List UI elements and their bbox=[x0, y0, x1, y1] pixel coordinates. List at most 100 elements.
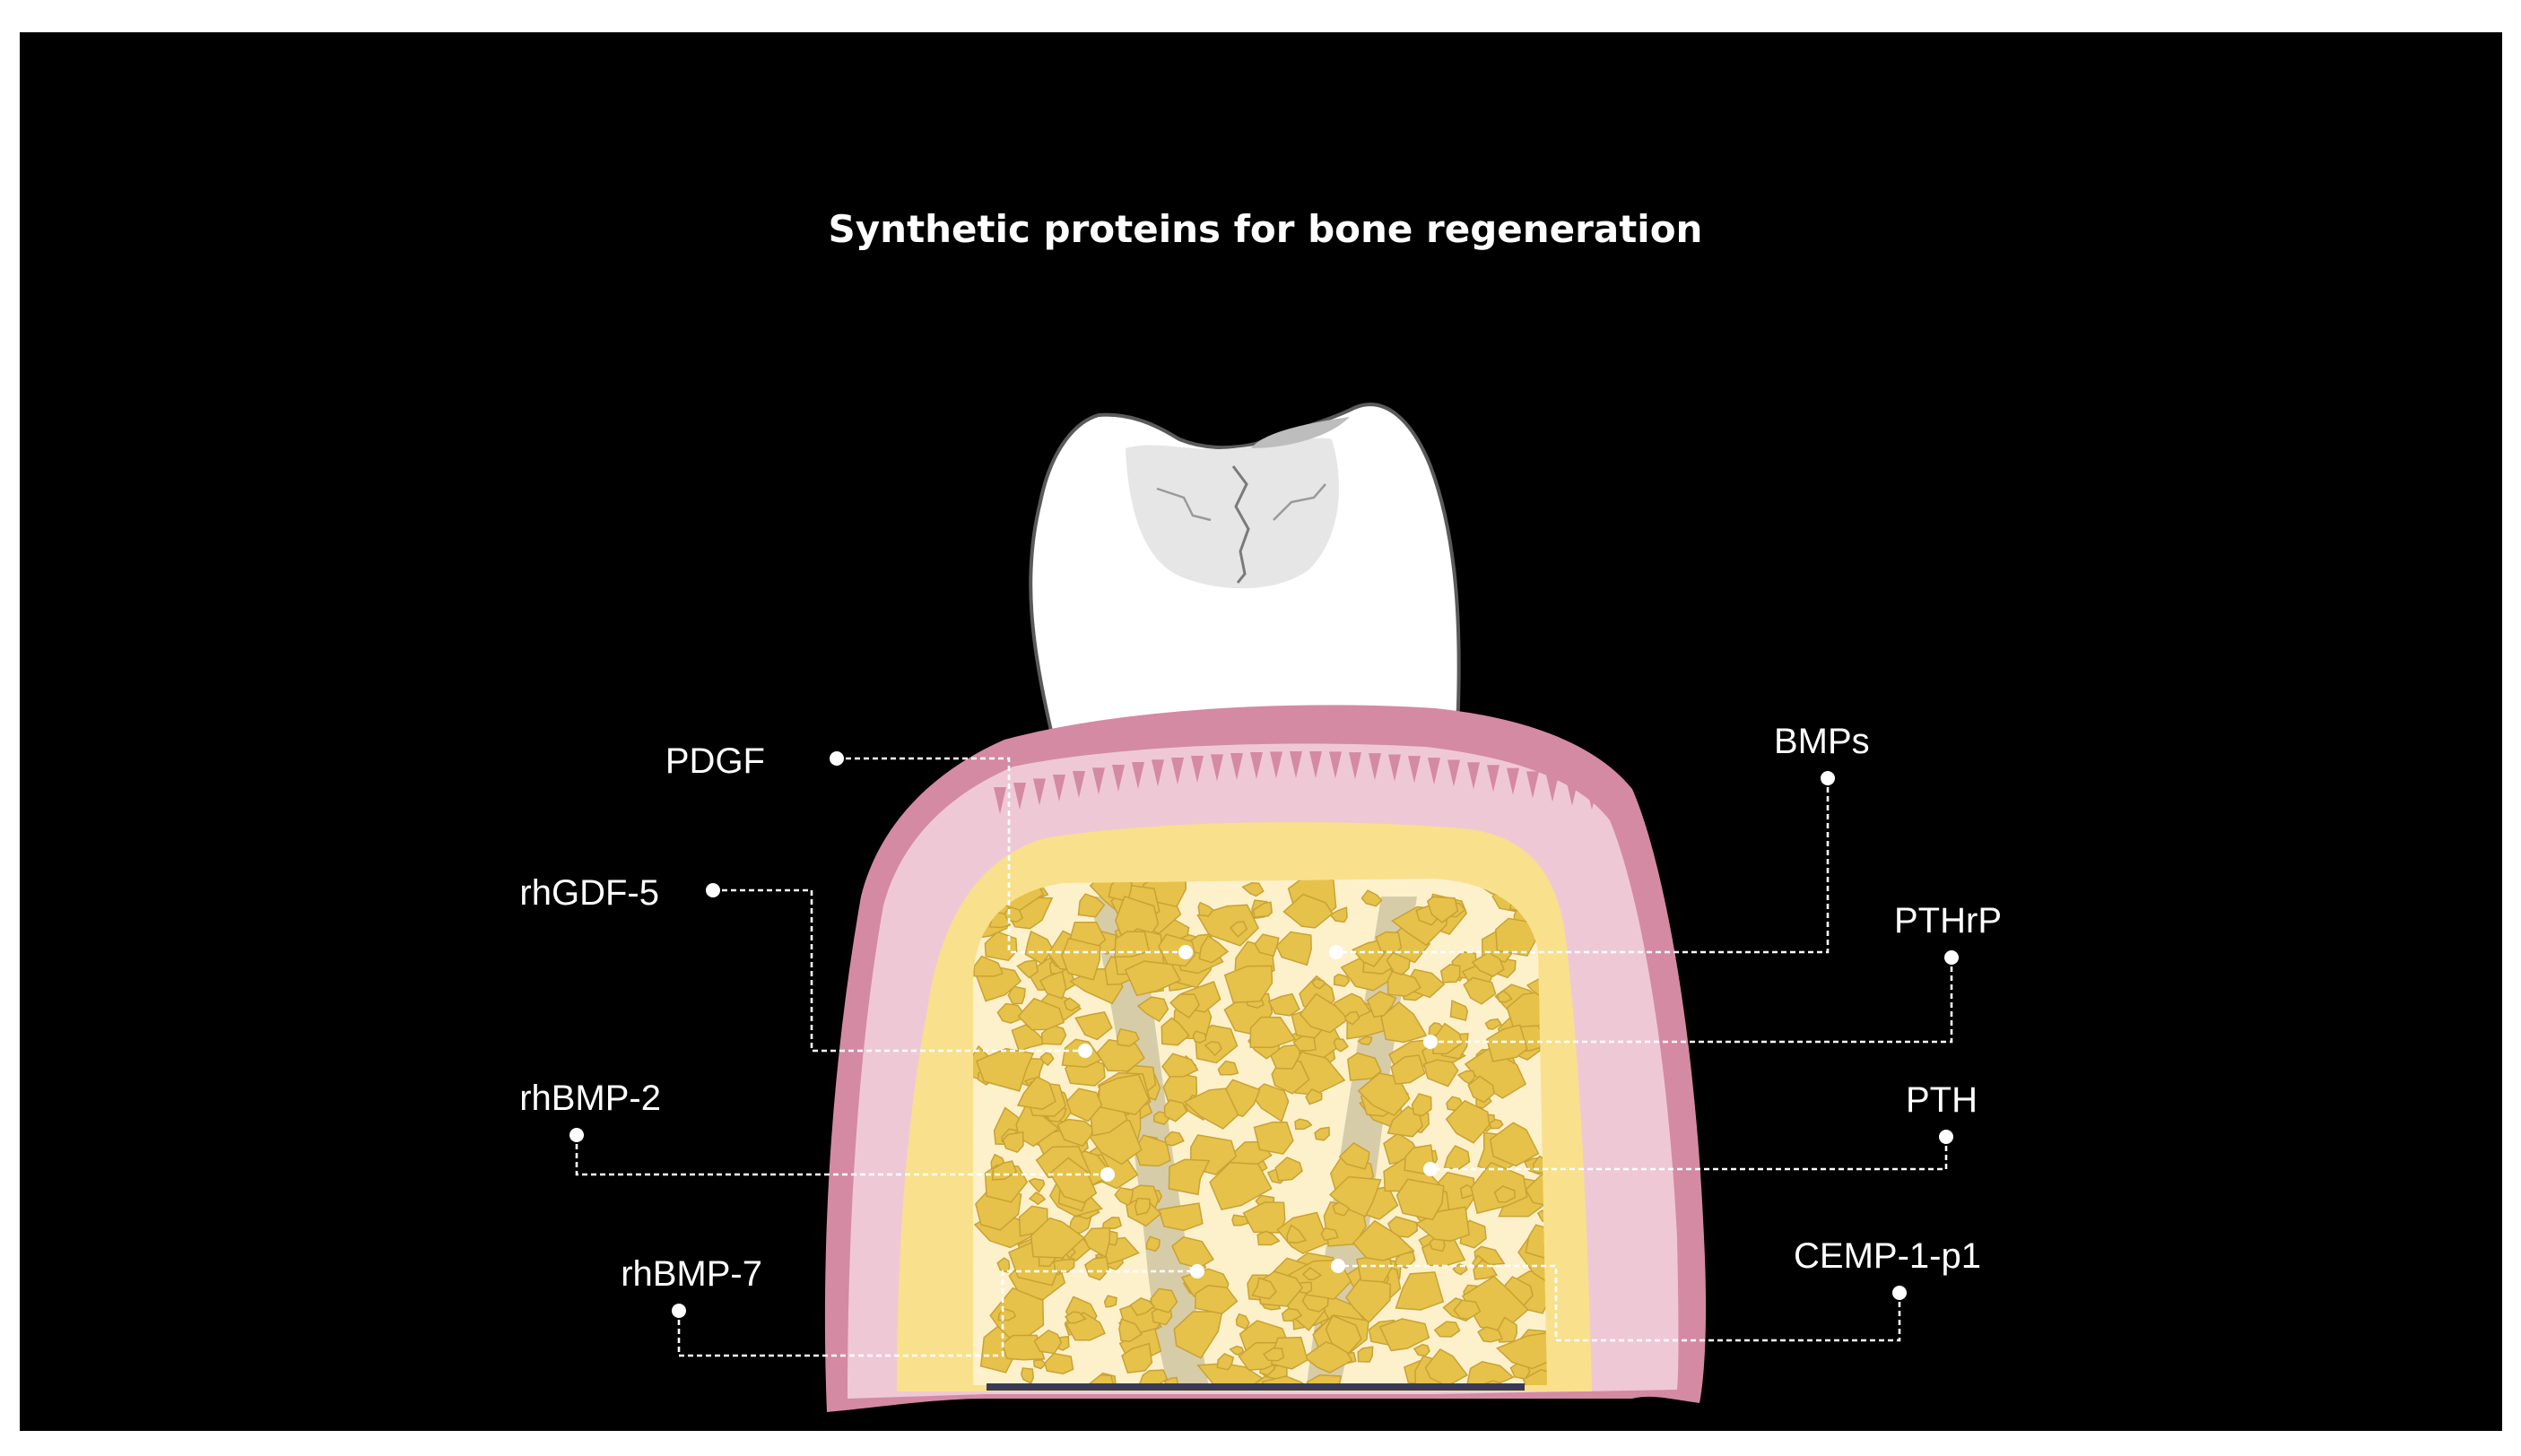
sulcus-scallop bbox=[1447, 759, 1460, 787]
trabecula bbox=[1294, 1118, 1313, 1131]
trabecula bbox=[1489, 1122, 1540, 1167]
trabecula bbox=[975, 1047, 1035, 1092]
sulcus-scallop bbox=[1309, 751, 1322, 779]
trabecula bbox=[1021, 1367, 1035, 1384]
trabecula bbox=[1426, 896, 1459, 923]
sulcus-scallop bbox=[1526, 771, 1539, 799]
trabecula bbox=[1056, 1118, 1097, 1148]
trabecula bbox=[1332, 1201, 1351, 1217]
trabecula bbox=[1443, 1144, 1471, 1170]
trabecula bbox=[1276, 1211, 1330, 1254]
trabecula bbox=[1449, 999, 1469, 1022]
trabecula bbox=[1223, 965, 1274, 1004]
trabecula bbox=[1134, 1197, 1151, 1216]
trabecula bbox=[1209, 1161, 1273, 1210]
label-pthrp: PTHrP bbox=[1894, 901, 2002, 940]
sulcus-scallop bbox=[1487, 765, 1500, 793]
protein-labels: PDGF rhGDF-5 rhBMP-2 rhBMP-7 BMPs PTHrP … bbox=[519, 722, 2002, 1294]
sulcus-scallop bbox=[1152, 759, 1164, 787]
dot-rhgdf5-target bbox=[1078, 1044, 1092, 1058]
sulcus-scallop bbox=[1092, 767, 1105, 795]
trabecula bbox=[1465, 1361, 1515, 1385]
trabecula bbox=[1281, 1307, 1303, 1322]
trabecula bbox=[1360, 889, 1383, 907]
dot-pth-label bbox=[1939, 1130, 1953, 1144]
sulcus-scallop bbox=[1349, 752, 1361, 780]
trabecula bbox=[1333, 1037, 1349, 1053]
trabecula bbox=[1357, 1036, 1373, 1045]
trabecula bbox=[1114, 931, 1151, 958]
trabecula bbox=[1077, 893, 1106, 918]
trabecula bbox=[1017, 997, 1065, 1031]
trabecula bbox=[1366, 991, 1397, 1018]
dot-cemp-label bbox=[1892, 1286, 1907, 1300]
leader-pthrp bbox=[1430, 958, 1953, 1044]
sulcus-scallop bbox=[1467, 762, 1480, 790]
trabecula bbox=[1150, 1287, 1178, 1313]
trabecula bbox=[1116, 1027, 1140, 1047]
trabecula bbox=[1061, 937, 1101, 981]
trabecula bbox=[1445, 1099, 1491, 1144]
trabecula bbox=[1028, 1177, 1046, 1193]
label-rhbmp7: rhBMP-7 bbox=[621, 1254, 762, 1294]
trabecula bbox=[1039, 970, 1067, 1000]
sulcus-scallop bbox=[1250, 752, 1263, 780]
trabecula bbox=[1183, 1088, 1239, 1130]
sulcus-scallop bbox=[1132, 761, 1144, 789]
trabecula bbox=[1320, 1226, 1339, 1242]
tooth-occlusal-surface bbox=[1126, 438, 1339, 589]
trabecula bbox=[1145, 1235, 1161, 1252]
sulcus-scallop bbox=[1546, 775, 1559, 802]
sulcus-scallop bbox=[1230, 752, 1243, 780]
sulcus-scallop bbox=[1408, 756, 1421, 784]
trabecula bbox=[1411, 1093, 1432, 1117]
sulcus-scallop bbox=[1428, 758, 1440, 785]
label-bmps: BMPs bbox=[1774, 722, 1870, 761]
trabecula bbox=[1496, 990, 1513, 1003]
trabecula bbox=[1333, 973, 1351, 988]
trabecula bbox=[1456, 1070, 1476, 1085]
trabecula bbox=[1251, 1277, 1277, 1300]
trabecula bbox=[1083, 1256, 1109, 1281]
gingival-sulcus-scallops bbox=[994, 751, 1618, 815]
tooth-crack-left bbox=[1156, 487, 1212, 522]
trabecula bbox=[1256, 1230, 1281, 1246]
trabecula bbox=[1346, 1052, 1382, 1081]
trabecula bbox=[1074, 1011, 1113, 1041]
trabecula bbox=[1422, 1059, 1459, 1088]
trabecula bbox=[1387, 1216, 1419, 1238]
trabecula bbox=[1002, 1131, 1024, 1153]
trabecula bbox=[1252, 901, 1273, 918]
trabecula bbox=[1343, 1010, 1360, 1026]
trabecula bbox=[1522, 1368, 1547, 1385]
trabecula bbox=[1204, 1041, 1222, 1057]
leader-rhbmp7 bbox=[677, 1270, 1197, 1357]
sulcus-scallop bbox=[1369, 753, 1381, 781]
trabecula bbox=[1030, 1217, 1085, 1259]
trabecula bbox=[1053, 1258, 1075, 1273]
trabecula bbox=[1161, 1017, 1190, 1046]
label-rhbmp2: rhBMP-2 bbox=[519, 1079, 661, 1118]
trabecula bbox=[1325, 1314, 1362, 1355]
trabecula bbox=[1453, 1299, 1482, 1320]
sulcus-scallop bbox=[1053, 774, 1065, 802]
trabecula bbox=[1306, 1374, 1343, 1385]
trabecula bbox=[1305, 1088, 1323, 1105]
leader-pth bbox=[1430, 1137, 1948, 1171]
trabecula bbox=[1274, 1157, 1303, 1182]
sulcus-scallop bbox=[1329, 751, 1342, 779]
trabecula bbox=[1314, 1126, 1330, 1141]
trabecula bbox=[1007, 985, 1026, 1005]
trabecula bbox=[1386, 951, 1411, 975]
sulcus-scallop bbox=[1290, 751, 1302, 779]
trabecula bbox=[1016, 1075, 1056, 1110]
trabecula bbox=[1310, 978, 1326, 990]
label-pdgf: PDGF bbox=[665, 741, 765, 781]
trabecula bbox=[1390, 1054, 1426, 1085]
dot-pdgf-target bbox=[1178, 945, 1193, 959]
label-pth: PTH bbox=[1906, 1080, 1978, 1120]
label-rhgdf5: rhGDF-5 bbox=[519, 873, 659, 913]
trabecula bbox=[1357, 1346, 1374, 1363]
